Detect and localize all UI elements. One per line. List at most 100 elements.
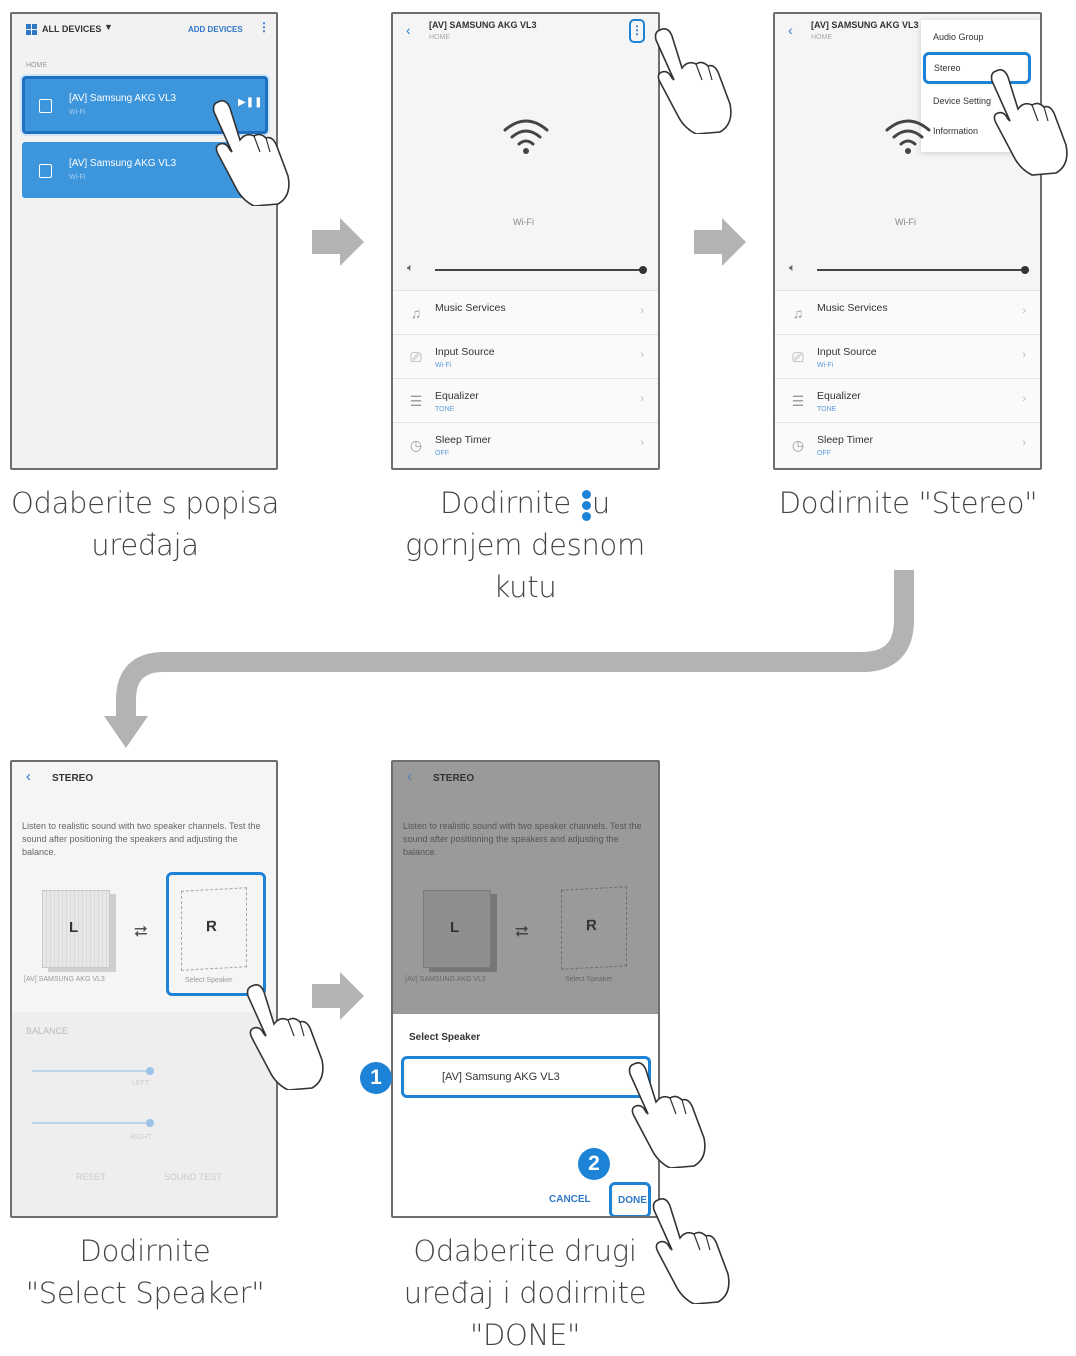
select-speaker-label: Select Speaker xyxy=(185,977,233,984)
step-badge-1: 1 xyxy=(360,1062,392,1094)
screen-select-speaker-dialog: ‹ STEREO Listen to realistic sound with … xyxy=(391,760,660,1218)
left-speaker-name: [AV] SAMSUNG AKG VL3 xyxy=(24,976,105,983)
sound-test-button[interactable]: SOUND TEST xyxy=(164,1172,222,1182)
more-options-button[interactable]: ⋮ xyxy=(629,19,645,43)
swap-icon: ⮂ xyxy=(515,922,529,941)
hand-pointer-icon xyxy=(246,984,324,1090)
row-music-services[interactable]: ♫ Music Services › xyxy=(775,290,1040,335)
caption-step-2: Dodirnite u gornjem desnom kutu xyxy=(405,486,645,604)
swap-icon[interactable]: ⮂ xyxy=(134,922,148,941)
chevron-right-icon: › xyxy=(640,393,644,405)
more-options-icon[interactable]: ⋮ xyxy=(258,20,270,34)
section-label: HOME xyxy=(26,62,47,69)
volume-slider[interactable] xyxy=(817,266,1029,274)
back-icon[interactable]: ‹ xyxy=(406,22,411,38)
grid-icon xyxy=(26,24,37,35)
device-subtitle: HOME xyxy=(811,34,832,41)
chevron-down-icon[interactable]: ▼ xyxy=(104,22,113,32)
equalizer-icon: ☰ xyxy=(409,393,423,409)
device-title: [AV] SAMSUNG AKG VL3 xyxy=(811,20,919,30)
menu-item-audio-group[interactable]: Audio Group xyxy=(933,32,984,42)
row-equalizer[interactable]: ☰ Equalizer TONE › xyxy=(775,378,1040,423)
back-icon[interactable]: ‹ xyxy=(26,768,31,785)
left-speaker-name: [AV] SAMSUNG AKG VL3 xyxy=(405,976,486,983)
menu-item-device-setting[interactable]: Device Setting xyxy=(933,96,992,106)
music-note-icon: ♫ xyxy=(792,305,804,321)
volume-thumb[interactable] xyxy=(1021,266,1029,274)
equalizer-icon: ☰ xyxy=(791,393,805,409)
volume-slider[interactable] xyxy=(435,266,647,274)
add-devices-button[interactable]: ADD DEVICES xyxy=(188,25,243,34)
stereo-description: Listen to realistic sound with two speak… xyxy=(22,821,261,857)
select-speaker-right[interactable]: R Select Speaker xyxy=(166,872,266,996)
step-badge-2: 2 xyxy=(578,1148,610,1180)
arrow-return xyxy=(104,570,914,748)
select-speaker-label: Select Speaker xyxy=(565,976,613,983)
device-title: [AV] SAMSUNG AKG VL3 xyxy=(429,20,537,30)
hand-pointer-icon xyxy=(628,1062,706,1168)
chevron-right-icon: › xyxy=(1022,349,1026,361)
reset-button[interactable]: RESET xyxy=(76,1172,107,1182)
select-speaker-dialog: Select Speaker [AV] Samsung AKG VL3 CANC… xyxy=(393,1014,658,1216)
row-sleep-timer[interactable]: ◷ Sleep Timer OFF › xyxy=(775,422,1040,467)
caption-step-4: Dodirnite "Select Speaker" xyxy=(25,1234,265,1310)
hand-pointer-icon xyxy=(990,69,1068,176)
chevron-right-icon: › xyxy=(640,305,644,317)
wifi-icon xyxy=(885,119,931,154)
caption-step-1: Odaberite s popisa uređaja xyxy=(10,486,280,562)
page-title: STEREO xyxy=(52,773,94,784)
music-note-icon: ♫ xyxy=(410,305,422,321)
device-name: [AV] Samsung AKG VL3 xyxy=(69,158,177,169)
menu-item-stereo[interactable]: Stereo xyxy=(923,52,1031,84)
input-source-icon: ⎚ xyxy=(792,349,804,365)
cancel-button[interactable]: CANCEL xyxy=(549,1194,591,1205)
volume-thumb[interactable] xyxy=(639,266,647,274)
all-devices-dropdown[interactable]: ALL DEVICES xyxy=(42,24,102,34)
balance-label: BALANCE xyxy=(26,1026,69,1036)
left-balance-label: LEFT xyxy=(132,1080,150,1087)
hand-pointer-icon xyxy=(212,100,290,206)
row-equalizer[interactable]: ☰ Equalizer TONE › xyxy=(393,378,658,423)
screen-device-detail: ‹ [AV] SAMSUNG AKG VL3 HOME ⋮ Wi-Fi 🔈︎ ♫… xyxy=(391,12,660,470)
page-title: STEREO xyxy=(433,773,475,784)
stereo-description: Listen to realistic sound with two speak… xyxy=(403,821,642,857)
arrow-right-1 xyxy=(312,218,364,266)
clock-icon: ◷ xyxy=(791,437,805,453)
speaker-option[interactable]: [AV] Samsung AKG VL3 xyxy=(401,1056,651,1098)
device-sub: Wi-Fi xyxy=(69,109,86,116)
volume-icon: 🔈︎ xyxy=(407,262,414,274)
speaker-placeholder: R xyxy=(181,887,247,971)
arrow-right-2 xyxy=(694,218,746,266)
slider-thumb[interactable] xyxy=(146,1119,154,1127)
input-source-icon: ⎚ xyxy=(410,349,422,365)
row-input-source[interactable]: ⎚ Input Source Wi-Fi › xyxy=(393,334,658,379)
volume-icon: 🔈︎ xyxy=(789,262,796,274)
back-icon[interactable]: ‹ xyxy=(407,768,412,785)
play-pause-icon[interactable]: ▶❚❚ xyxy=(238,97,263,108)
chevron-right-icon: › xyxy=(640,437,644,449)
row-music-services[interactable]: ♫ Music Services › xyxy=(393,290,658,335)
slider-thumb[interactable] xyxy=(146,1067,154,1075)
more-options-icon xyxy=(580,488,592,522)
dimmed-background: ‹ STEREO Listen to realistic sound with … xyxy=(393,762,658,1014)
clock-icon: ◷ xyxy=(409,437,423,453)
speaker-left: L xyxy=(423,890,491,968)
header: ALL DEVICES ▼ ADD DEVICES ⋮ xyxy=(12,14,276,48)
row-sleep-timer[interactable]: ◷ Sleep Timer OFF › xyxy=(393,422,658,467)
back-icon[interactable]: ‹ xyxy=(788,22,793,38)
speaker-placeholder: R xyxy=(561,886,627,970)
menu-item-information[interactable]: Information xyxy=(933,126,979,136)
chevron-right-icon: › xyxy=(1022,437,1026,449)
device-sub: Wi-Fi xyxy=(69,174,86,181)
hand-pointer-icon xyxy=(652,1198,730,1304)
caption-step-3: Dodirnite "Stereo" xyxy=(778,486,1038,520)
chevron-right-icon: › xyxy=(1022,305,1026,317)
row-input-source[interactable]: ⎚ Input Source Wi-Fi › xyxy=(775,334,1040,379)
right-balance-slider[interactable] xyxy=(32,1119,154,1127)
left-balance-slider[interactable] xyxy=(32,1067,154,1075)
screen-device-list: ALL DEVICES ▼ ADD DEVICES ⋮ HOME [AV] Sa… xyxy=(10,12,278,470)
right-balance-label: RIGHT xyxy=(130,1134,152,1141)
caption-step-5: Odaberite drugi uređaj i dodirnite "DONE… xyxy=(403,1234,647,1352)
speaker-icon xyxy=(39,99,52,113)
done-button[interactable]: DONE xyxy=(609,1182,651,1216)
